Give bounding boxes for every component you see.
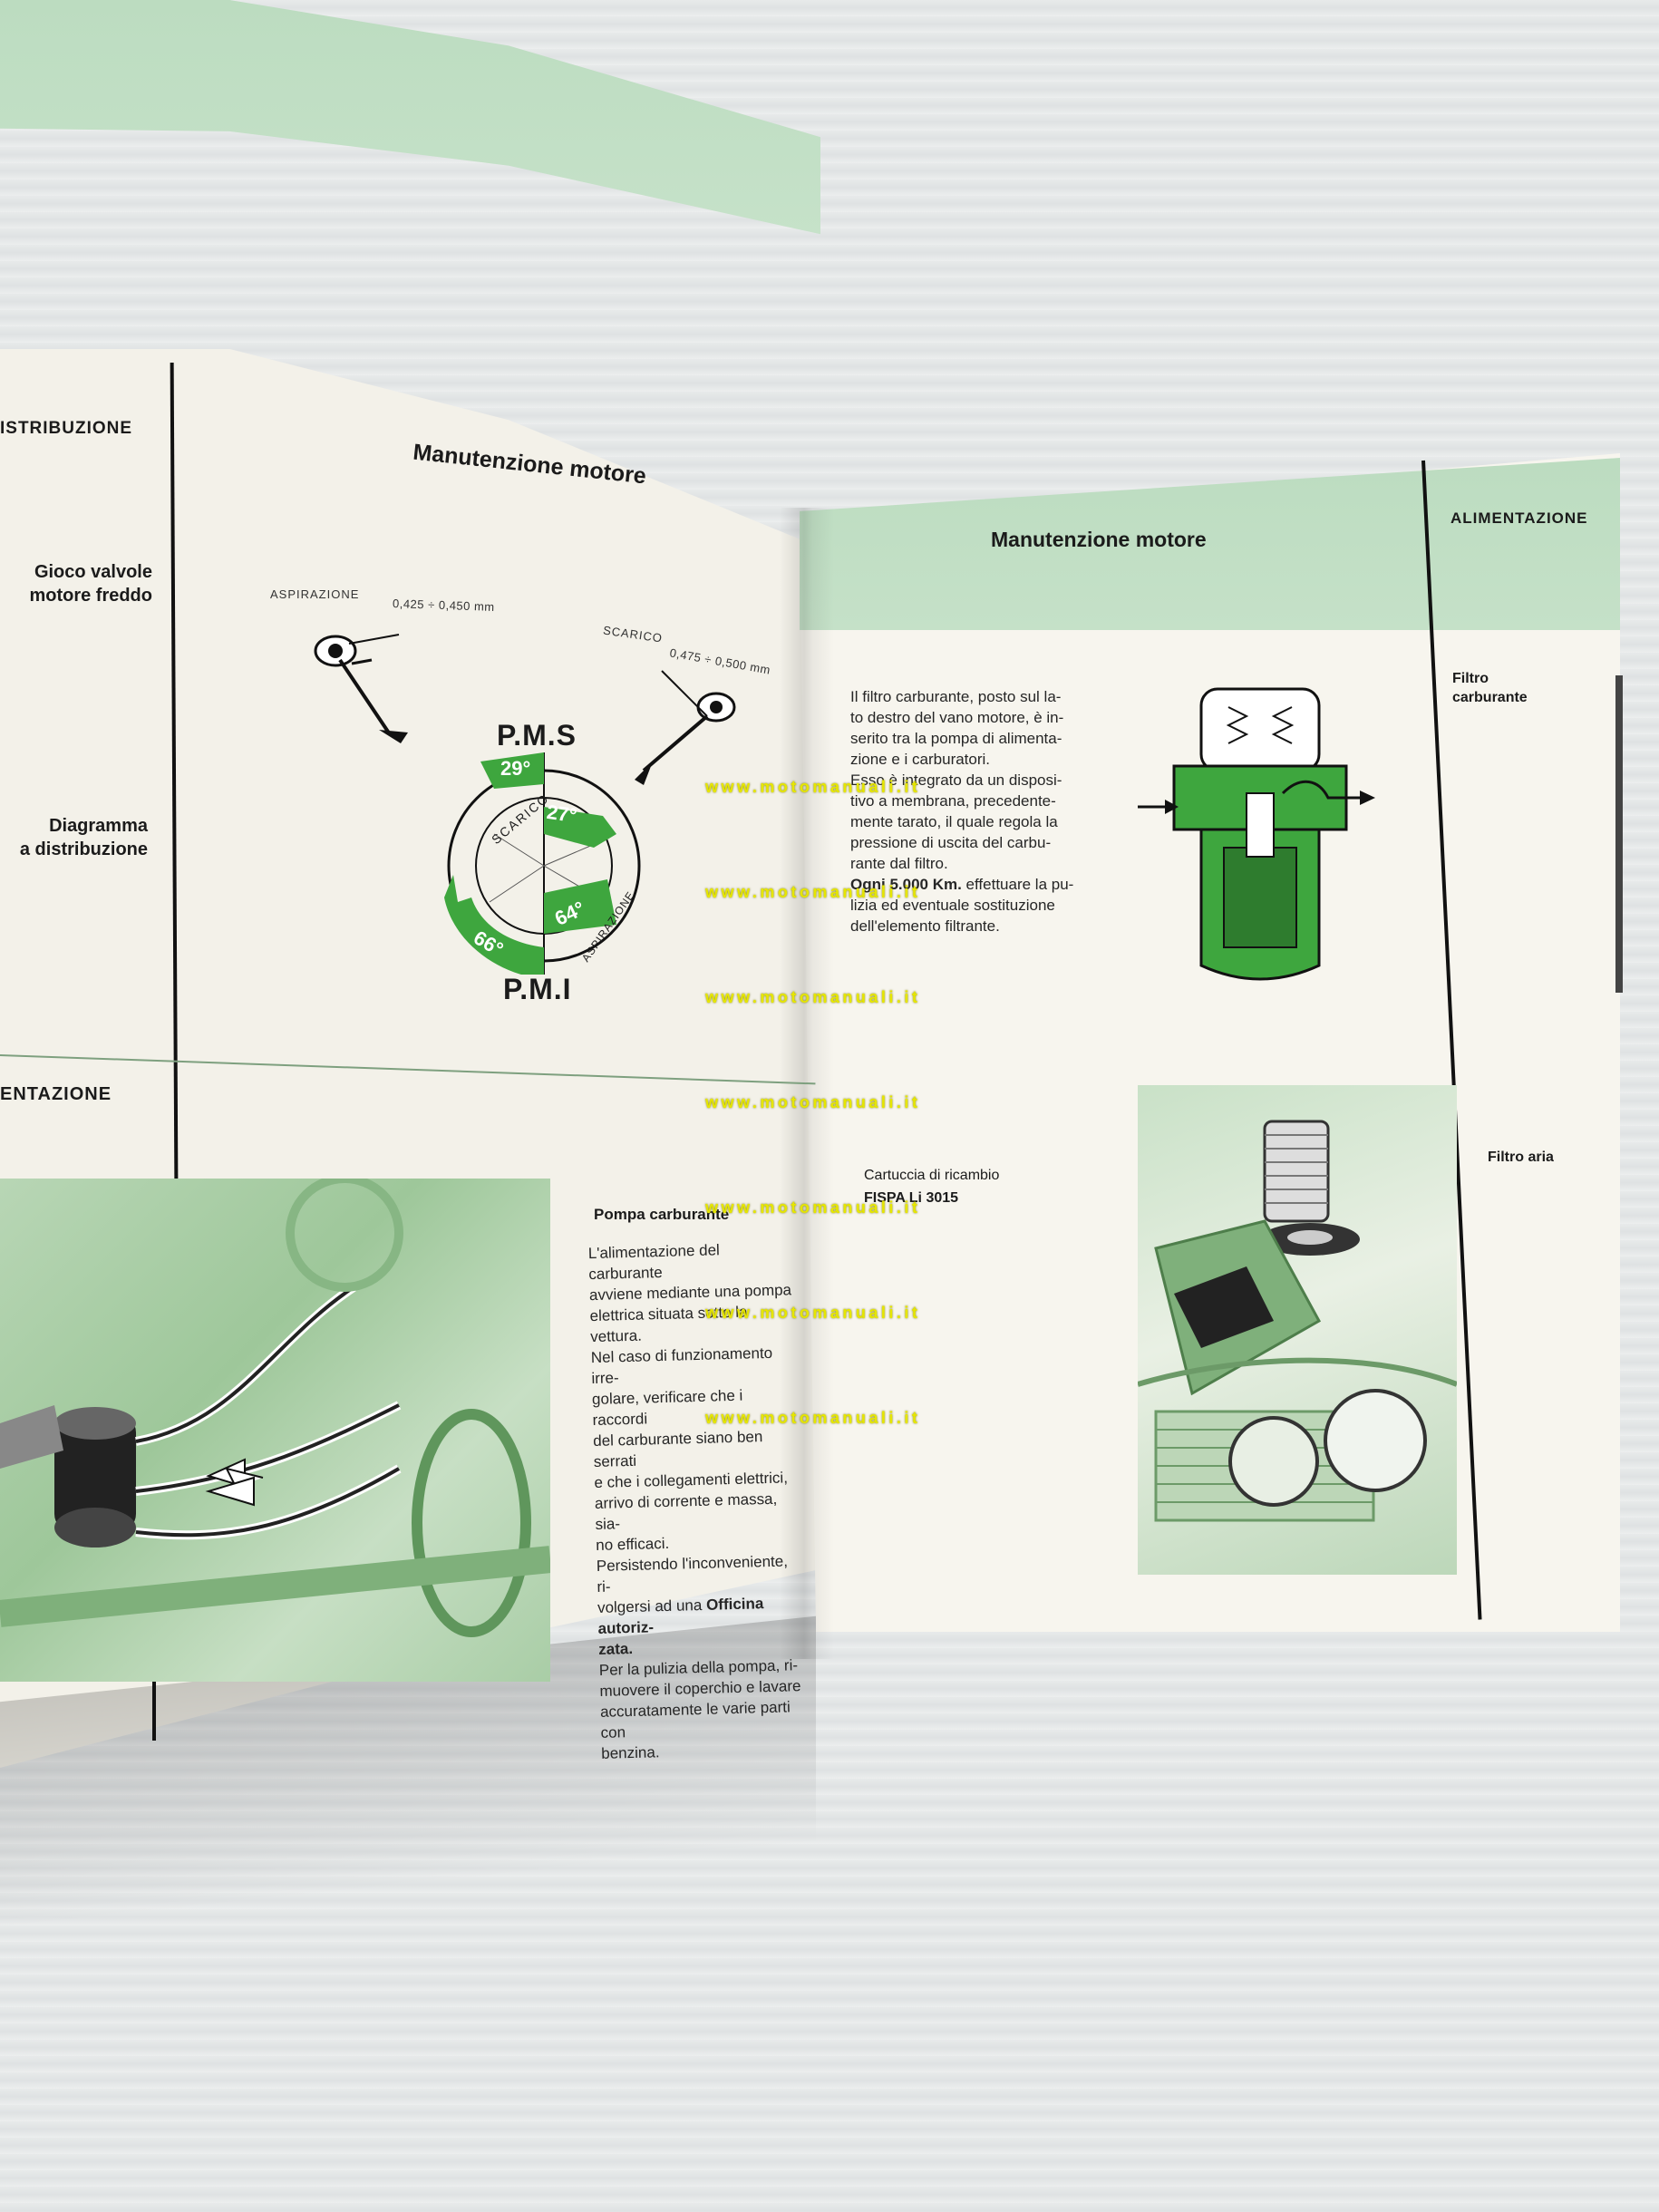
filtro-label-line: Filtro — [1452, 671, 1489, 686]
watermark: www.motomanuali.it — [705, 1198, 921, 1217]
fuel-pump-icon — [0, 1179, 550, 1637]
watermark: www.motomanuali.it — [705, 988, 921, 1006]
angle-29: 29° — [500, 757, 531, 780]
zata-bold: zata. — [598, 1639, 634, 1658]
pompa-line: del carburante siano ben serrati — [592, 1428, 763, 1471]
valve-aspirazione-icon — [314, 634, 408, 743]
pompa-line: Nel caso di funzionamento irre- — [590, 1344, 773, 1388]
cartuccia-code: FISPA Li 3015 — [864, 1190, 959, 1206]
pompa-line-text: volgersi ad una — [597, 1596, 703, 1616]
gioco-line-1: Gioco valvole — [34, 562, 152, 582]
filtro-aria-label: Filtro aria — [1488, 1150, 1554, 1165]
filtro-line: zione e i carburatori. — [850, 751, 991, 768]
left-header-band — [0, 0, 820, 235]
pompa-line: L'alimentazione del carburante — [587, 1241, 721, 1284]
angle-27: 27° — [545, 800, 578, 828]
gioco-line-2: motore freddo — [29, 586, 152, 606]
fuel-filter-diagram — [1138, 687, 1375, 981]
pompa-title: Pompa carburante — [594, 1206, 730, 1223]
filtro-line: Esso è integrato da un disposi- — [850, 771, 1062, 789]
right-header-title: Manutenzione motore — [991, 528, 1207, 551]
timing-diagram — [444, 752, 641, 1002]
filtro-line-text: effettuare la pu- — [961, 876, 1074, 893]
section-alimentazione-left: ENTAZIONE — [0, 1084, 112, 1104]
filtro-line: Ogni 5.000 Km. effettuare la pu- — [850, 874, 1104, 895]
watermark: www.motomanuali.it — [705, 1093, 921, 1111]
filtro-km-bold: Ogni 5.000 Km. — [850, 876, 962, 893]
aspirazione-label: ASPIRAZIONE — [270, 587, 360, 601]
filtro-text: Il filtro carburante, posto sul la- to d… — [850, 686, 1104, 936]
pompa-line: volgersi ad una Officina autoriz- — [597, 1592, 807, 1639]
diagramma-line-1: Diagramma — [49, 816, 148, 836]
pms-label: P.M.S — [497, 719, 577, 752]
filtro-carburante-label: Filtro carburante — [1452, 669, 1528, 707]
watermark: www.motomanuali.it — [705, 883, 921, 901]
filtro-line: to destro del vano motore, è in- — [850, 709, 1064, 726]
pompa-line: accuratamente le varie parti con — [599, 1698, 791, 1741]
filtro-line: tivo a membrana, precedente- — [850, 792, 1056, 810]
filtro-line: pressione di uscita del carbu- — [850, 834, 1052, 851]
watermark: www.motomanuali.it — [705, 1409, 921, 1427]
section-distribuzione: ISTRIBUZIONE — [0, 419, 133, 438]
cartuccia-label: Cartuccia di ricambio — [864, 1168, 1000, 1183]
filtro-line: Il filtro carburante, posto sul la- — [850, 688, 1062, 705]
filtro-line: dell'elemento filtrante. — [850, 917, 1000, 935]
watermark: www.motomanuali.it — [705, 1304, 921, 1322]
section-alimentazione: ALIMENTAZIONE — [1450, 509, 1588, 527]
fuel-pump-illustration — [0, 1179, 550, 1682]
pompa-line: Persistendo l'inconveniente, ri- — [596, 1552, 789, 1596]
watermark: www.motomanuali.it — [705, 778, 921, 796]
gioco-valvole-label: Gioco valvole motore freddo — [0, 560, 152, 607]
filtro-label-line: carburante — [1452, 690, 1528, 705]
car-engine-icon — [1138, 1120, 1457, 1522]
valve-scarico-icon — [635, 670, 736, 785]
page-edge — [1615, 675, 1623, 993]
right-header-band — [800, 458, 1620, 630]
filtro-line: serito tra la pompa di alimenta- — [850, 730, 1062, 747]
pmi-label: P.M.I — [503, 973, 572, 1005]
diagramma-label: Diagramma a distribuzione — [0, 814, 148, 861]
diagramma-line-2: a distribuzione — [19, 839, 148, 859]
air-filter-illustration — [1138, 1085, 1457, 1575]
filtro-line: lizia ed eventuale sostituzione — [850, 897, 1055, 914]
filtro-line: mente tarato, il quale regola la — [850, 813, 1058, 830]
left-column-divider-bottom — [152, 1677, 156, 1741]
pompa-line: arrivo di corrente e massa, sia- — [594, 1489, 778, 1533]
filtro-line: rante dal filtro. — [850, 855, 948, 872]
